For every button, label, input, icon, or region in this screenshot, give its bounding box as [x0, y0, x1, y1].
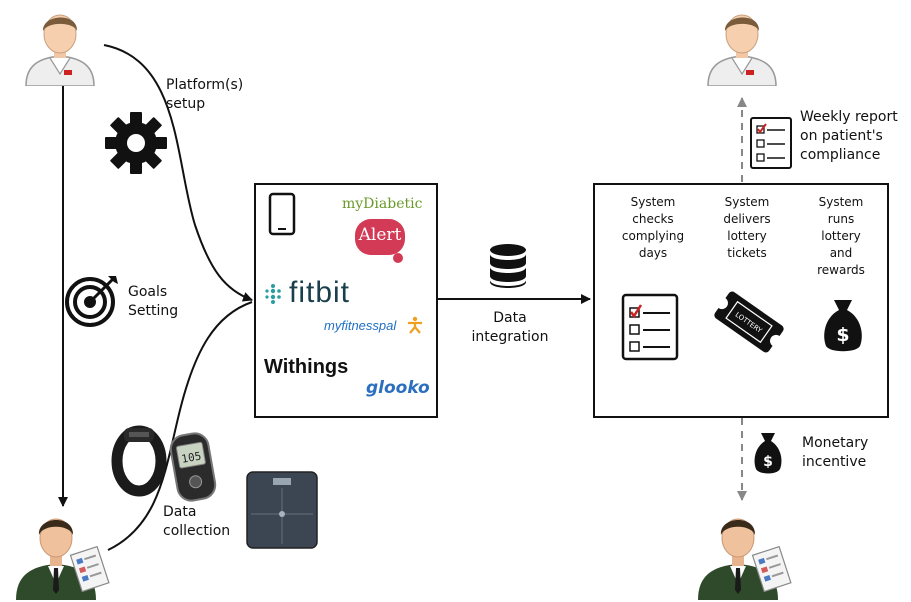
system-step-checks: System checks complying days	[621, 195, 685, 260]
mydiabetic-logo: myDiabetic	[342, 196, 423, 212]
data-integration-label: Data integration	[471, 310, 549, 345]
data-collection-label: Data collection	[163, 504, 231, 539]
setup-curve	[103, 44, 253, 302]
lottery-ticket-icon: LOTTERY	[714, 291, 784, 353]
target-icon	[65, 276, 118, 327]
fitbit-dots-icon	[263, 283, 283, 305]
report-checklist-icon	[750, 117, 792, 169]
alert-logo-text: Alert	[358, 225, 402, 245]
patient-icon-right	[698, 518, 792, 600]
database-icon	[490, 244, 526, 288]
incentive-money-bag-icon: $	[754, 433, 782, 474]
doctor-icon-right	[707, 14, 777, 86]
system-step-delivers: System delivers lottery tickets	[723, 195, 771, 260]
withings-logo: Withings	[264, 356, 349, 378]
weekly-report-label: Weekly report on patient's compliance	[800, 109, 898, 163]
myfitnesspal-logo: myfitnesspal	[324, 318, 397, 333]
glucose-reading: 105	[180, 450, 202, 466]
checklist-icon	[621, 293, 679, 361]
gear-icon	[105, 112, 167, 174]
fitness-band-icon	[111, 425, 167, 497]
collection-curve	[107, 301, 253, 551]
glooko-logo: glooko	[366, 378, 430, 398]
incentive-dollar: $	[763, 454, 773, 470]
myfitnesspal-figure-icon	[408, 316, 422, 334]
monetary-incentive-label: Monetary incentive	[802, 435, 869, 470]
alert-logo: Alert	[355, 219, 409, 263]
fitbit-logo: fitbit	[289, 276, 351, 309]
money-bag-icon: $	[824, 300, 862, 352]
smartphone-icon	[268, 192, 296, 236]
glucose-meter-icon: 105	[169, 432, 217, 502]
patient-icon	[16, 518, 110, 600]
doctor-icon	[25, 14, 95, 86]
money-bag-dollar: $	[836, 324, 849, 346]
platform-setup-label: Platform(s) setup	[166, 77, 244, 112]
goals-setting-label: Goals Setting	[128, 284, 179, 319]
system-step-lottery: System runs lottery and rewards	[817, 195, 865, 277]
smart-scale-icon	[246, 471, 318, 549]
